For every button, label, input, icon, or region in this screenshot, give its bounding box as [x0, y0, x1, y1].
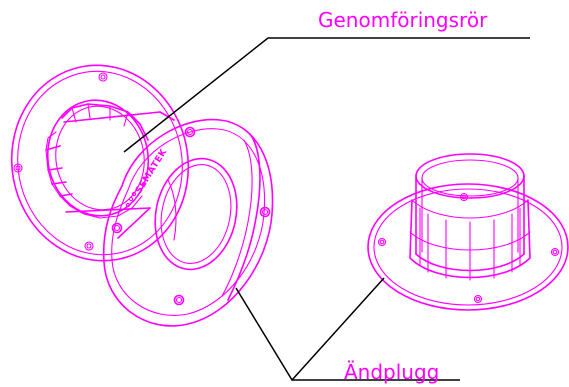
end-plug-cylinder	[409, 153, 531, 281]
end-plug-flange	[367, 183, 569, 311]
leader-lines	[123, 37, 530, 382]
label-andplugg: Ändplugg	[344, 360, 440, 384]
end-plug-part	[367, 153, 569, 311]
leader-line-genomforingsror	[123, 37, 318, 153]
front-flange	[102, 118, 274, 327]
label-genomforingsror: Genomföringsrör	[318, 8, 488, 32]
through-pipe-part: SEMATEK	[10, 64, 274, 327]
rear-flange	[10, 64, 190, 262]
